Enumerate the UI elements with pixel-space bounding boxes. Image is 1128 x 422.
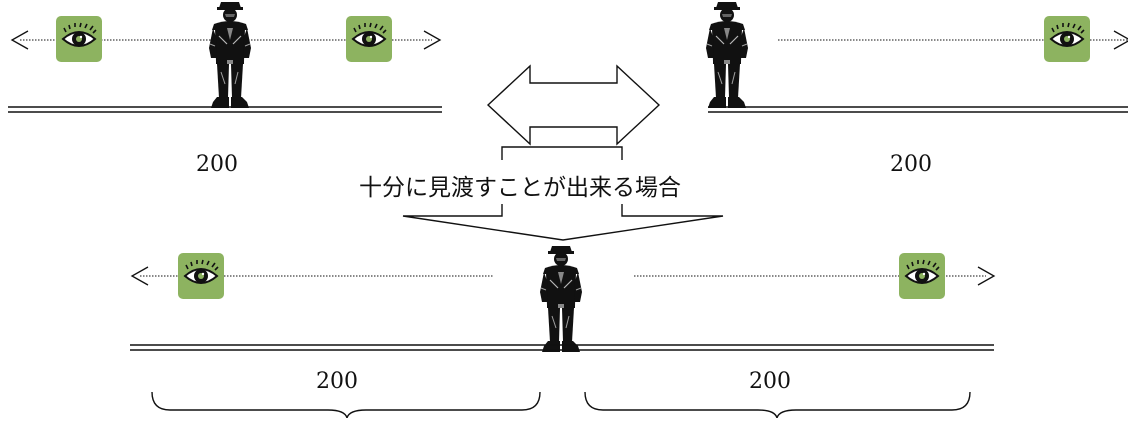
converging-arrow <box>402 204 724 241</box>
distance-label-bottom-left: 200 <box>316 369 358 394</box>
brace-icon <box>584 391 971 419</box>
brace-icon <box>151 391 541 419</box>
arrowhead-right <box>423 30 442 50</box>
eye-icon <box>177 252 225 300</box>
distance-label-top-right: 200 <box>890 152 932 177</box>
panel-top-right <box>705 1 1128 113</box>
panel-bottom <box>130 245 996 353</box>
panel-top-left <box>8 1 442 113</box>
arrowhead-left <box>130 266 149 286</box>
bracket-icon <box>501 146 623 160</box>
eye-icon <box>898 252 946 300</box>
arrowhead-left <box>10 30 29 50</box>
guard-figure-icon <box>208 1 252 109</box>
eye-icon <box>55 15 103 63</box>
double-arrow-icon <box>486 64 661 146</box>
arrowhead-right <box>1113 30 1128 50</box>
eye-icon <box>345 15 393 63</box>
distance-label-top-left: 200 <box>196 152 238 177</box>
arrowhead-right <box>977 266 996 286</box>
distance-label-bottom-right: 200 <box>749 369 791 394</box>
caption: 十分に見渡すことが出来る場合 <box>359 175 681 201</box>
guard-figure-icon <box>539 245 583 353</box>
eye-icon <box>1043 15 1091 63</box>
guard-figure-icon <box>705 1 749 109</box>
